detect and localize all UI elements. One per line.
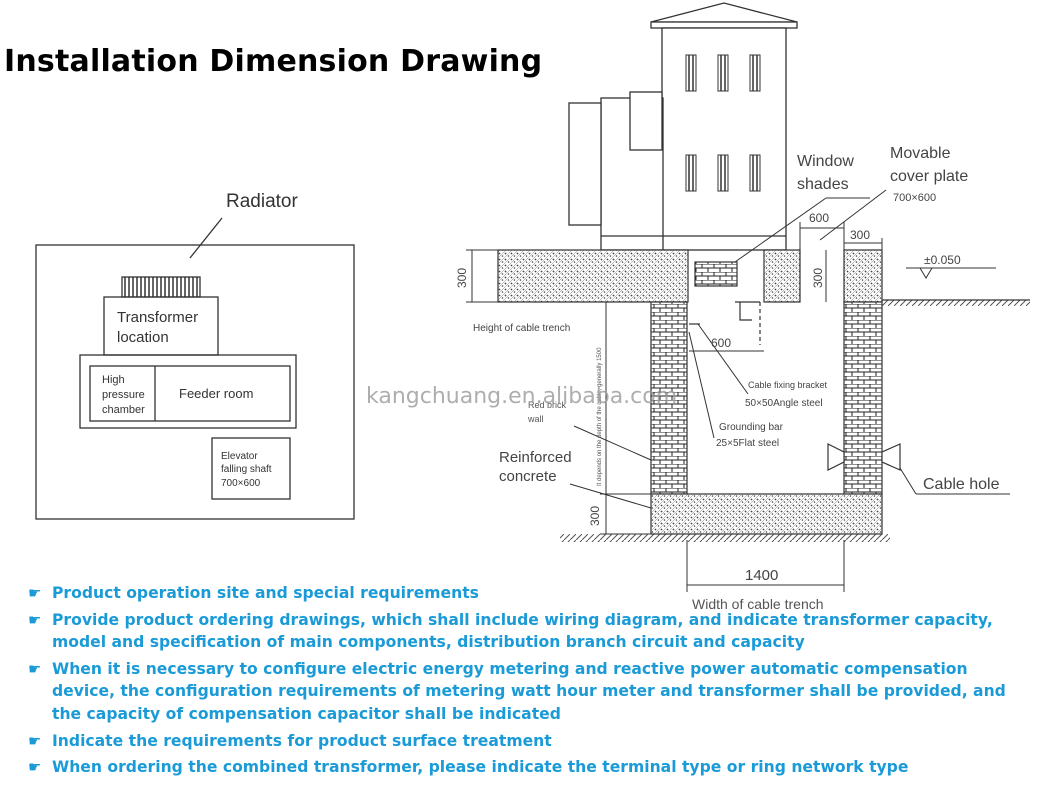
pointing-hand-icon: ☛ xyxy=(28,584,42,602)
high-pressure-chamber-label: High pressure chamber xyxy=(102,374,148,416)
page-title: Installation Dimension Drawing xyxy=(4,44,543,79)
right-brick-wall xyxy=(843,301,883,495)
left-brick-wall xyxy=(650,301,688,495)
radiator-fins xyxy=(121,276,201,298)
requirements-list: ☛Product operation site and special requ… xyxy=(28,582,1028,783)
flat-steel-label: 25×5Flat steel xyxy=(716,438,779,449)
pointing-hand-icon: ☛ xyxy=(28,758,42,777)
width-of-cable-trench-label: Width of cable trench xyxy=(692,596,824,612)
foundation-section xyxy=(497,249,1030,542)
dim-1400: 1400 xyxy=(745,567,778,584)
radiator-leader xyxy=(189,217,223,259)
movable-cover-plate-label: Movable cover plate xyxy=(890,145,968,185)
list-item: ☛Product operation site and special requ… xyxy=(28,582,1028,605)
elevator-shaft-label: Elevator falling shaft xyxy=(221,451,272,475)
list-item: ☛When ordering the combined transformer,… xyxy=(28,756,1028,779)
dim-300-bottom: 300 xyxy=(588,506,602,526)
dim-300-right: 300 xyxy=(850,228,870,242)
elevator-shaft-box xyxy=(211,437,291,500)
plan-view xyxy=(35,217,355,520)
grounding-bar-label: Grounding bar xyxy=(719,422,784,433)
plan-outline xyxy=(35,244,355,520)
level-label: ±0.050 xyxy=(924,253,961,267)
top-slab-middle xyxy=(763,249,801,303)
angle-steel-label: 50×50Angle steel xyxy=(745,398,823,409)
top-slab-right xyxy=(843,249,883,303)
dim-300-slab-right: 300 xyxy=(811,268,825,288)
roof xyxy=(650,2,798,23)
elevator-size-label: 700×600 xyxy=(221,478,261,489)
dim-300-slab-left: 300 xyxy=(455,268,469,288)
louvers xyxy=(685,54,761,192)
radiator-label: Radiator xyxy=(226,191,298,212)
transformer-location-text: Transformer xyxy=(117,309,198,326)
red-brick-wall-label: Red brick wall xyxy=(527,400,569,424)
list-item: ☛Indicate the requirements for product s… xyxy=(28,730,1028,753)
dim-600-top: 600 xyxy=(809,211,829,225)
window-shades-label: Window shades xyxy=(797,153,858,193)
pointing-hand-icon: ☛ xyxy=(28,610,42,629)
bottom-slab xyxy=(650,493,883,535)
side-panel xyxy=(568,102,602,226)
height-of-cable-trench-label: Height of cable trench xyxy=(473,323,570,334)
switch-room-outer xyxy=(79,354,297,429)
depth-note-label: It depends on the depth of the cable, ge… xyxy=(597,347,603,486)
cable-fixing-bracket-label: Cable fixing bracket xyxy=(748,380,828,390)
switch-room-inner xyxy=(89,365,291,422)
pointing-hand-icon: ☛ xyxy=(28,731,42,750)
watermark: kangchuang.en.alibaba.com xyxy=(366,384,678,409)
transformer-location-label: Transformer location xyxy=(117,309,202,346)
dimension-lines xyxy=(466,189,1010,592)
top-slab-left xyxy=(497,249,689,303)
dim-600-mid: 600 xyxy=(711,336,731,350)
reinforced-concrete-label: Reinforced concrete xyxy=(499,449,576,485)
substation-building xyxy=(568,2,798,251)
pointing-hand-icon: ☛ xyxy=(28,659,42,678)
transformer-location-box xyxy=(103,296,219,356)
cover-size-label: 700×600 xyxy=(893,192,936,204)
window-shade-grille xyxy=(694,261,738,287)
feeder-room-label: Feeder room xyxy=(179,386,253,401)
cable-hole-label: Cable hole xyxy=(923,476,1000,493)
list-item: ☛Provide product ordering drawings, whic… xyxy=(28,609,1028,654)
list-item: ☛When it is necessary to configure elect… xyxy=(28,658,1028,726)
